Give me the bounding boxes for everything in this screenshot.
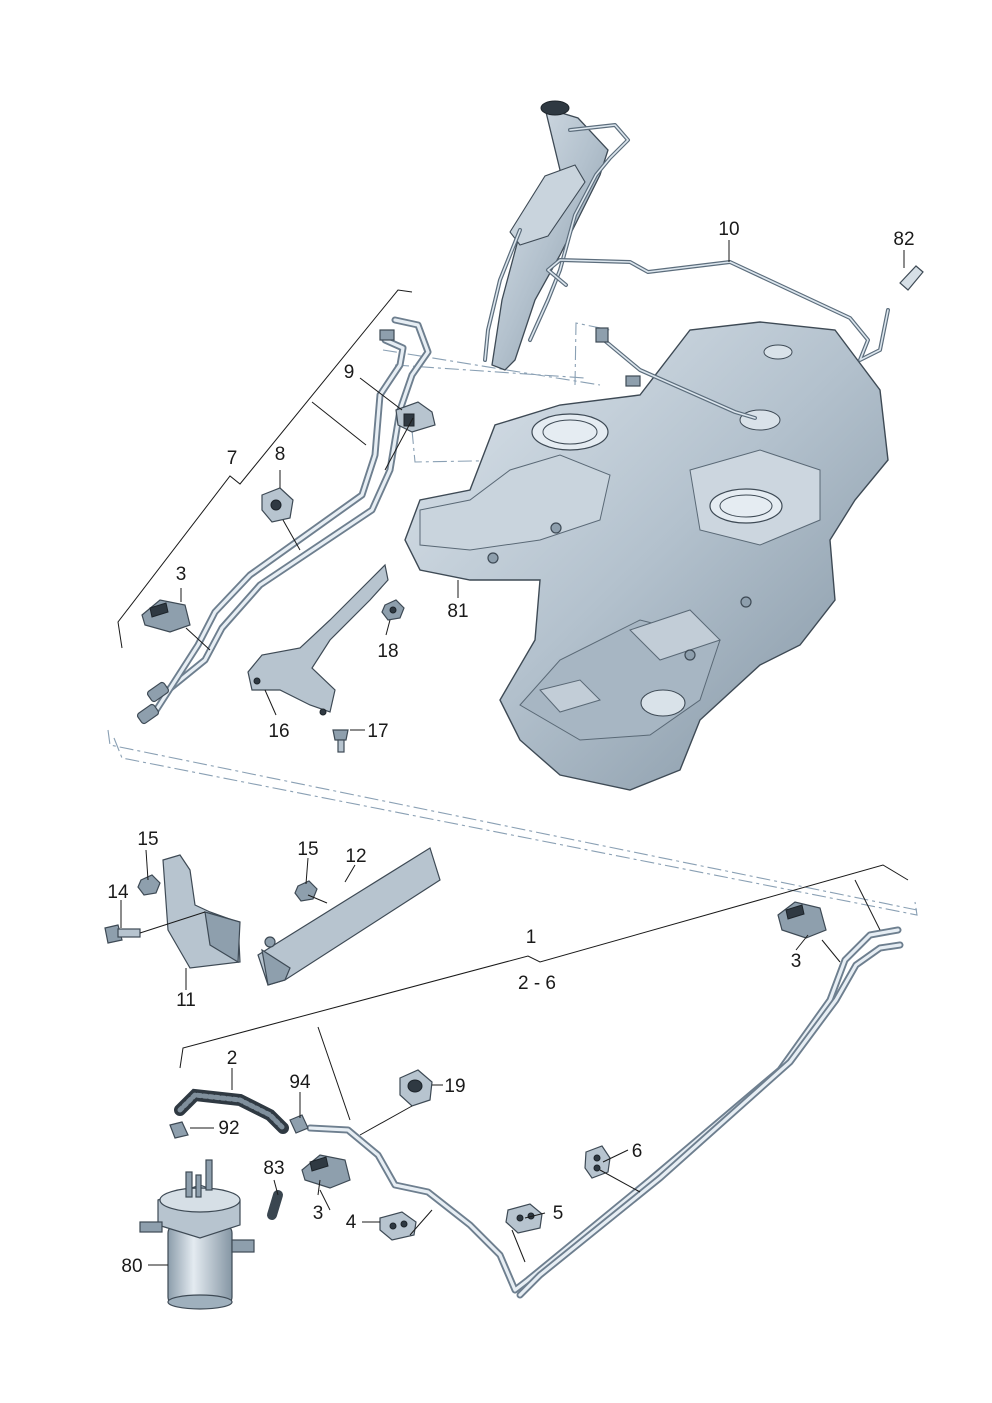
holder-3-lower (301, 1154, 351, 1189)
callout-15-right: 15 (297, 839, 318, 860)
callout-3-lower: 3 (313, 1203, 324, 1224)
bolt-14 (104, 924, 141, 944)
nut-15-left (137, 874, 161, 896)
callout-19: 19 (444, 1076, 465, 1097)
callout-3-upper: 3 (176, 564, 187, 585)
callout-16: 16 (268, 721, 289, 742)
fuel-filter-80 (139, 1159, 255, 1310)
upper-fuel-lines-7 (136, 316, 432, 725)
fuel-tank (404, 321, 889, 791)
callout-4: 4 (346, 1212, 357, 1233)
callout-6: 6 (632, 1141, 643, 1162)
callout-81: 81 (447, 601, 468, 622)
clip-5 (505, 1203, 543, 1234)
holder-3-upper (141, 599, 191, 633)
callout-18: 18 (377, 641, 398, 662)
grommet-8 (261, 487, 294, 523)
clip-6 (584, 1145, 611, 1179)
callout-2: 2 (227, 1048, 238, 1069)
callout-1: 1 (526, 927, 537, 948)
callout-7: 7 (227, 448, 238, 469)
holder-3-right (777, 901, 827, 939)
clamp-92 (169, 1121, 189, 1139)
clip-4 (379, 1211, 417, 1241)
heat-shield-12 (257, 847, 441, 986)
bolt-17 (332, 729, 349, 753)
filler-neck (483, 100, 630, 371)
clip-9 (395, 401, 436, 433)
callout-3-right: 3 (791, 951, 802, 972)
callout-92: 92 (218, 1118, 239, 1139)
breather-line-10 (546, 258, 890, 420)
callout-8: 8 (275, 444, 286, 465)
leader-lines (120, 240, 905, 1266)
callout-2-6: 2 - 6 (518, 973, 556, 994)
bracket-16 (247, 563, 389, 716)
lower-fuel-lines-1 (306, 926, 904, 1299)
callout-15-left: 15 (137, 829, 158, 850)
callout-17: 17 (367, 721, 388, 742)
callout-83: 83 (263, 1158, 284, 1179)
heat-shield-11 (162, 854, 241, 969)
hose-83 (267, 1190, 283, 1220)
group-bracket-1 (179, 864, 909, 1121)
callout-80: 80 (121, 1256, 142, 1277)
grommet-19 (399, 1069, 433, 1107)
cap-82 (899, 265, 924, 291)
callout-12: 12 (345, 846, 366, 867)
callout-10: 10 (718, 219, 739, 240)
callout-labels: 8 7 9 3 18 16 17 81 10 82 15 14 11 15 12… (107, 219, 914, 1277)
callout-82: 82 (893, 229, 914, 250)
callout-9: 9 (344, 362, 355, 383)
callout-11: 11 (176, 990, 196, 1011)
callout-14: 14 (107, 882, 129, 903)
callout-94: 94 (289, 1072, 311, 1093)
group-bracket-7 (117, 289, 413, 649)
clamp-94 (289, 1114, 309, 1134)
hose-2 (174, 1088, 289, 1134)
nut-18 (381, 599, 405, 621)
callout-5: 5 (553, 1203, 564, 1224)
